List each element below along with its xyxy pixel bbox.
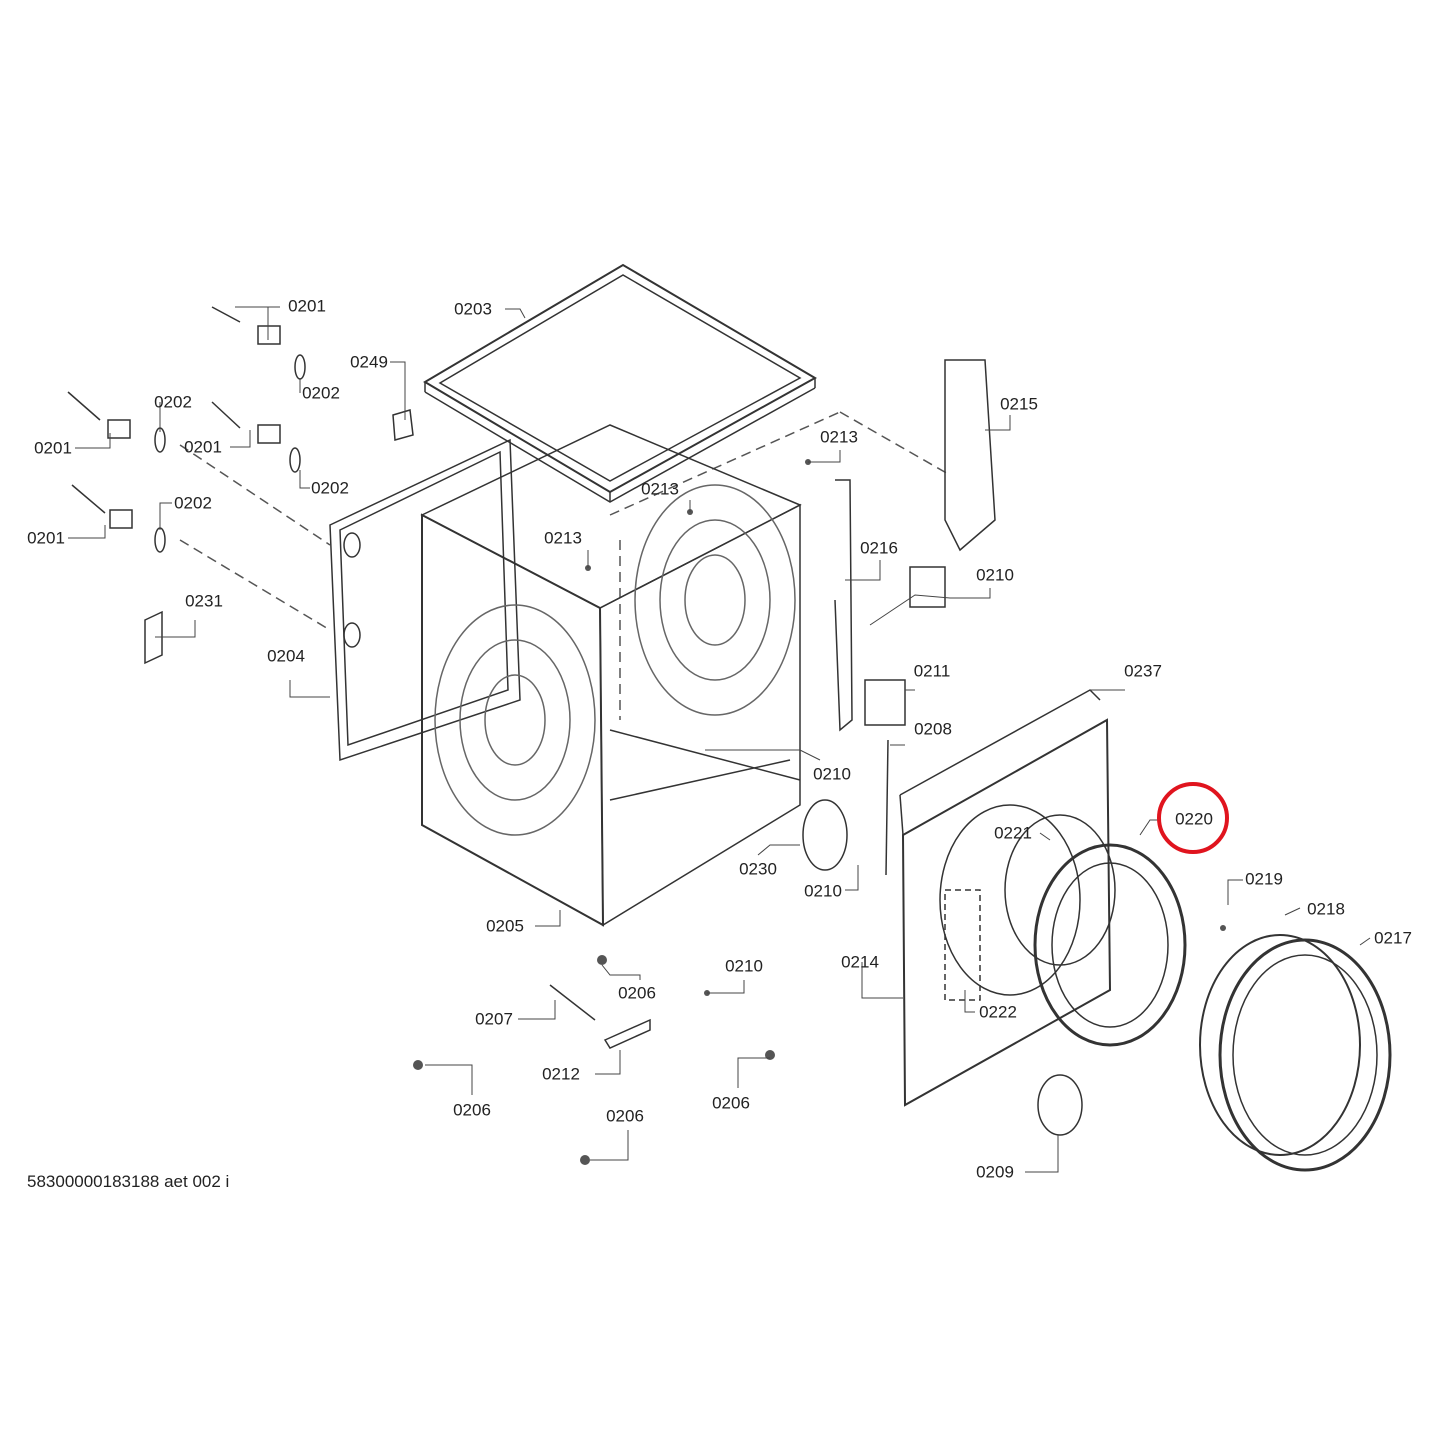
part-label[interactable]: 0213	[820, 427, 858, 447]
side-panel	[329, 438, 521, 762]
part-label[interactable]: 0222	[979, 1002, 1017, 1022]
part-label[interactable]: 0210	[813, 764, 851, 784]
part-label[interactable]: 0201	[27, 528, 65, 548]
part-label[interactable]: 0210	[976, 565, 1014, 585]
part-label[interactable]: 0201	[288, 296, 326, 316]
part-label[interactable]: 0237	[1124, 661, 1162, 681]
part-label[interactable]: 0204	[267, 646, 305, 666]
small-parts	[67, 306, 1226, 1165]
part-label[interactable]: 0210	[725, 956, 763, 976]
part-label[interactable]: 0218	[1307, 899, 1345, 919]
part-label[interactable]: 0214	[841, 952, 879, 972]
highlight-circle	[1157, 782, 1229, 854]
part-label[interactable]: 0203	[454, 299, 492, 319]
part-label[interactable]: 0212	[542, 1064, 580, 1084]
part-label[interactable]: 0202	[154, 392, 192, 412]
part-label[interactable]: 0201	[34, 438, 72, 458]
part-label[interactable]: 0210	[804, 881, 842, 901]
part-label[interactable]: 0219	[1245, 869, 1283, 889]
part-label[interactable]: 0208	[914, 719, 952, 739]
part-label[interactable]: 0207	[475, 1009, 513, 1029]
part-label[interactable]: 0249	[350, 352, 388, 372]
part-label[interactable]: 0211	[913, 661, 951, 681]
part-label[interactable]: 0216	[860, 538, 898, 558]
part-label[interactable]: 0213	[544, 528, 582, 548]
part-label[interactable]: 0202	[302, 383, 340, 403]
cabinet	[420, 424, 802, 927]
part-label[interactable]: 0205	[486, 916, 524, 936]
assembly-lines	[179, 411, 951, 720]
front-panel	[899, 689, 1112, 1107]
document-code: 58300000183188 aet 002 i	[27, 1172, 230, 1191]
part-label[interactable]: 0206	[453, 1100, 491, 1120]
part-label[interactable]: 0202	[311, 478, 349, 498]
part-label[interactable]: 0209	[976, 1162, 1014, 1182]
door-rings	[1004, 814, 1392, 1172]
leader-lines	[68, 306, 1371, 1173]
part-label[interactable]: 0206	[712, 1093, 750, 1113]
part-label[interactable]: 0230	[739, 859, 777, 879]
part-label[interactable]: 0206	[606, 1106, 644, 1126]
part-label[interactable]: 0213	[641, 479, 679, 499]
part-label[interactable]: 0231	[185, 591, 223, 611]
part-label[interactable]: 0217	[1374, 928, 1412, 948]
part-label-highlighted[interactable]: 0220	[1175, 809, 1213, 829]
part-label[interactable]: 0221	[994, 823, 1032, 843]
part-label[interactable]: 0215	[1000, 394, 1038, 414]
part-label[interactable]: 0206	[618, 983, 656, 1003]
part-label[interactable]: 0202	[174, 493, 212, 513]
part-label[interactable]: 0201	[184, 437, 222, 457]
